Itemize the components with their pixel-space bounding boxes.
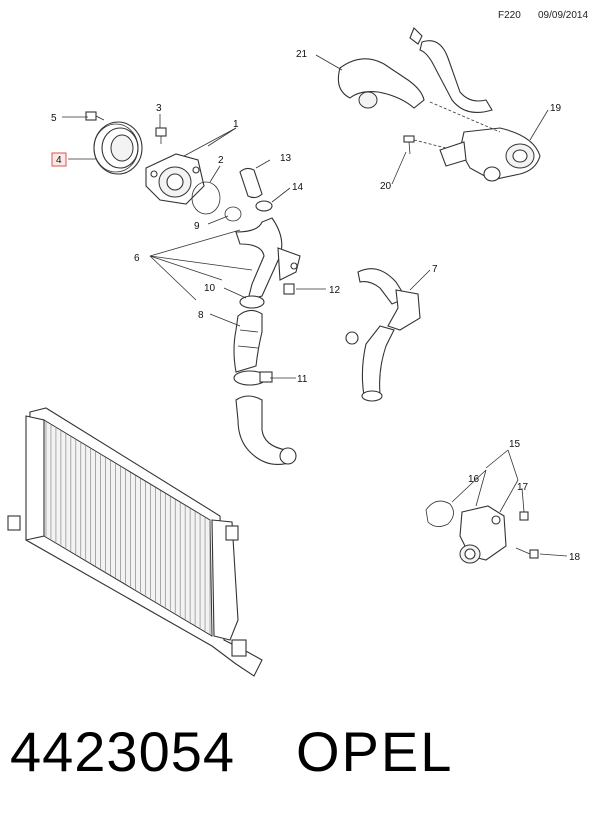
callout-12: 12 xyxy=(329,285,341,296)
leader-lines xyxy=(62,54,568,557)
callout-8: 8 xyxy=(198,310,204,321)
callout-11: 11 xyxy=(297,374,308,385)
lower-hose xyxy=(235,395,297,465)
water-pump-part-1 xyxy=(145,153,205,205)
callout-4-highlight xyxy=(51,152,67,167)
callout-16: 16 xyxy=(468,474,480,485)
coolant-pipe-part-6 xyxy=(235,217,301,301)
thermostat-housing-part-19 xyxy=(439,127,541,182)
bolt-part-12 xyxy=(283,283,295,295)
thermostat-hose-part-21 xyxy=(337,27,493,113)
thermostat-part-15 xyxy=(459,505,507,564)
clamp-part-10 xyxy=(239,295,265,309)
callout-15: 15 xyxy=(509,439,521,450)
callout-10: 10 xyxy=(204,283,216,294)
callout-20: 20 xyxy=(380,181,392,192)
callout-14: 14 xyxy=(292,182,304,193)
callout-19: 19 xyxy=(550,103,562,114)
callout-17: 17 xyxy=(517,482,529,493)
footer: 4423054 OPEL xyxy=(0,715,600,805)
connector-part-13 xyxy=(239,167,263,199)
callout-3: 3 xyxy=(156,103,162,114)
brand-name: OPEL xyxy=(296,720,454,783)
sheet-code: F220 xyxy=(498,10,521,21)
callout-5: 5 xyxy=(51,113,57,124)
callout-labels: 5 4 3 1 2 13 14 9 6 10 8 11 12 7 21 19 2… xyxy=(51,49,581,563)
seal-part-9 xyxy=(224,206,242,222)
bolt-part-5 xyxy=(85,111,105,121)
callout-7: 7 xyxy=(432,264,438,275)
sheet-date: 09/09/2014 xyxy=(538,10,589,21)
callout-13: 13 xyxy=(280,153,292,164)
callout-6: 6 xyxy=(134,253,140,264)
callout-18: 18 xyxy=(569,552,581,563)
radiator xyxy=(7,407,263,677)
gasket-part-16 xyxy=(425,500,454,527)
hose-part-8 xyxy=(233,309,263,373)
clamp-part-14 xyxy=(255,200,273,212)
coolant-pipe-part-7 xyxy=(345,268,421,402)
nut-part-17 xyxy=(519,511,529,521)
callout-21: 21 xyxy=(296,49,308,60)
pulley-part-4 xyxy=(93,121,143,175)
callout-4: 4 xyxy=(56,155,62,166)
o-ring-part-2 xyxy=(191,181,221,215)
part-number: 4423054 xyxy=(10,720,236,783)
clamp-part-11 xyxy=(233,370,273,386)
bolt-part-20 xyxy=(403,135,415,155)
callout-2: 2 xyxy=(218,155,224,166)
bolt-part-3 xyxy=(155,127,167,144)
bolt-part-18 xyxy=(515,547,539,559)
callout-9: 9 xyxy=(194,221,200,232)
callout-1: 1 xyxy=(233,119,239,130)
